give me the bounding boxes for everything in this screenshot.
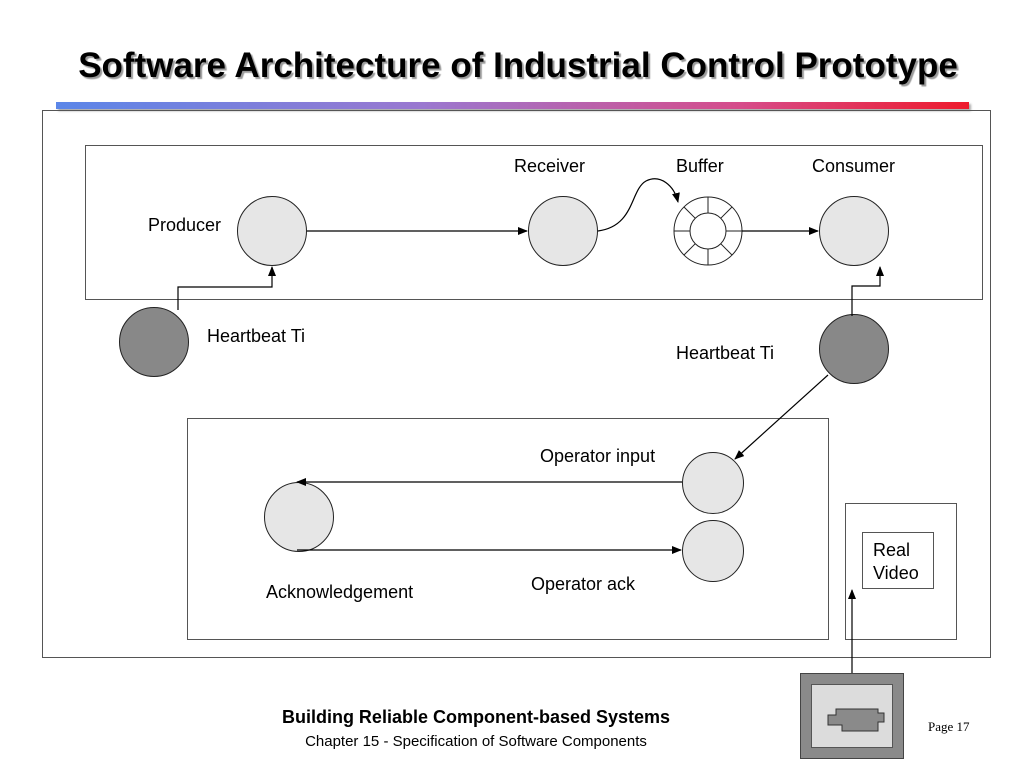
consumer-label: Consumer [812,156,896,176]
title-underline-bar [56,102,969,109]
operator-input-node [682,452,744,514]
producer-label: Producer [148,215,222,235]
consumer-node [819,196,889,266]
real-video-line1: Real [873,540,911,560]
footer-subtitle: Chapter 15 - Specification of Software C… [305,733,647,750]
receiver-node [528,196,598,266]
page-number: Page 17 [928,719,970,734]
heartbeat-right-node [819,314,889,384]
heartbeat-to-producer-arrow [177,266,276,310]
operator-ack-label: Operator ack [531,574,636,594]
receiver-to-buffer-arrow [597,178,680,232]
real-video-line2: Video [873,563,919,583]
heartbeat-left-label: Heartbeat Ti [207,326,306,346]
operator-box [187,418,829,640]
heartbeat-left-node [119,307,189,377]
slide-title: Software Architecture of Industrial Cont… [78,46,958,85]
heartbeat-right-label: Heartbeat Ti [676,343,775,363]
operator-input-label: Operator input [540,446,656,466]
real-video-box: Real Video [862,532,934,589]
acknowledgement-label: Acknowledgement [266,582,414,602]
heartbeat-to-operator-input-arrow [734,374,829,460]
producer-node [237,196,307,266]
pipeline-box [85,145,983,300]
video-camera-icon [827,708,885,732]
video-panel-box [845,503,957,640]
receiver-label: Receiver [514,156,586,176]
buffer-label: Buffer [676,156,724,176]
footer-title: Building Reliable Component-based System… [281,707,671,727]
buffer-ring-icon [673,196,743,266]
heartbeat-to-consumer-arrow [851,266,884,316]
operator-ack-node [682,520,744,582]
outer-frame [42,110,991,658]
video-connector-device [800,673,904,759]
video-connector-panel [811,684,893,748]
